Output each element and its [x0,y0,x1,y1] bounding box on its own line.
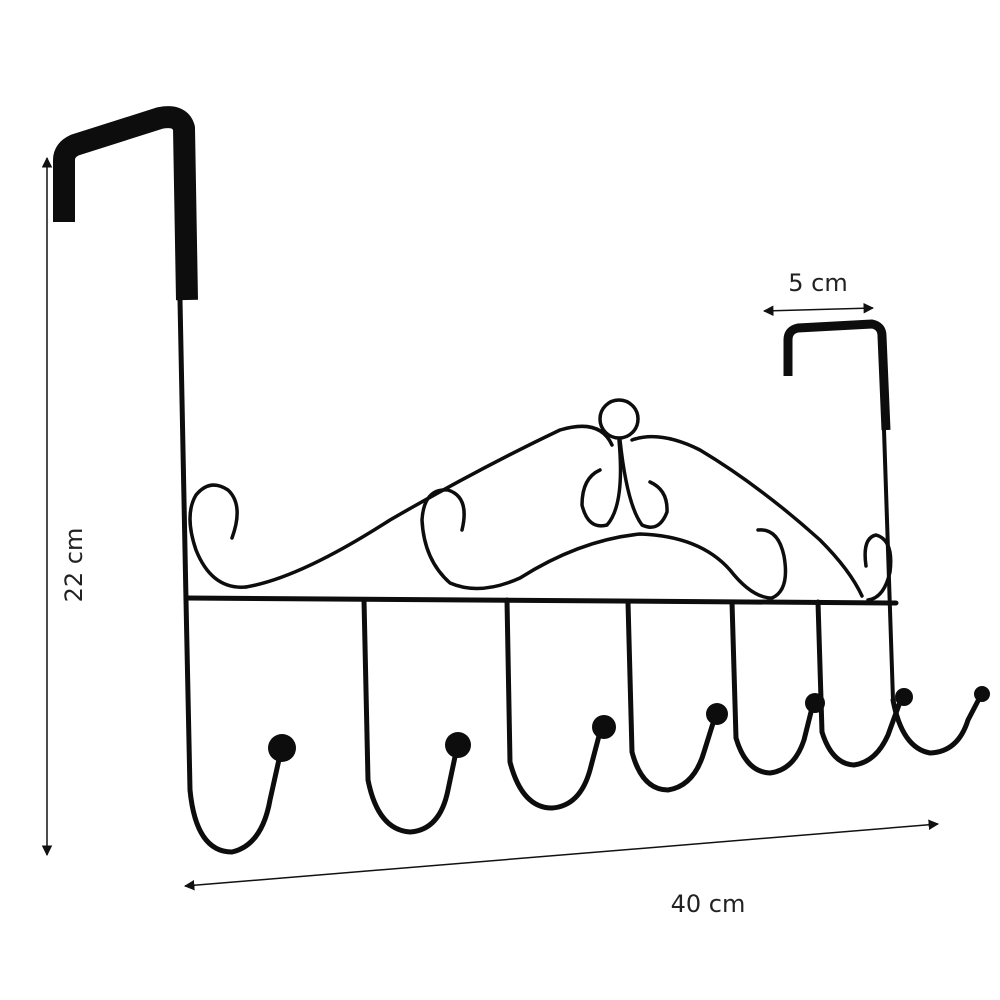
hook-1 [183,597,283,855]
right-frame-wire [882,428,895,702]
left-door-bracket [53,106,198,301]
width-dimension-line [183,819,940,891]
hook-7 [890,694,983,756]
hook-3 [504,597,603,811]
height-label: 22 cm [60,528,88,603]
hook-4 [625,599,717,793]
left-frame-wire [177,297,189,603]
hook-5 [729,599,815,776]
depth-dimension-line [762,303,875,316]
right-door-bracket [783,319,891,431]
width-label: 40 cm [671,890,746,918]
hook-ball-tips [268,686,990,762]
horizontal-rail [183,595,899,606]
hook-6 [815,599,903,768]
hook-2 [361,597,459,835]
decorative-scrollwork [188,398,893,602]
hook-rack [53,106,990,855]
depth-label: 5 cm [788,269,847,297]
